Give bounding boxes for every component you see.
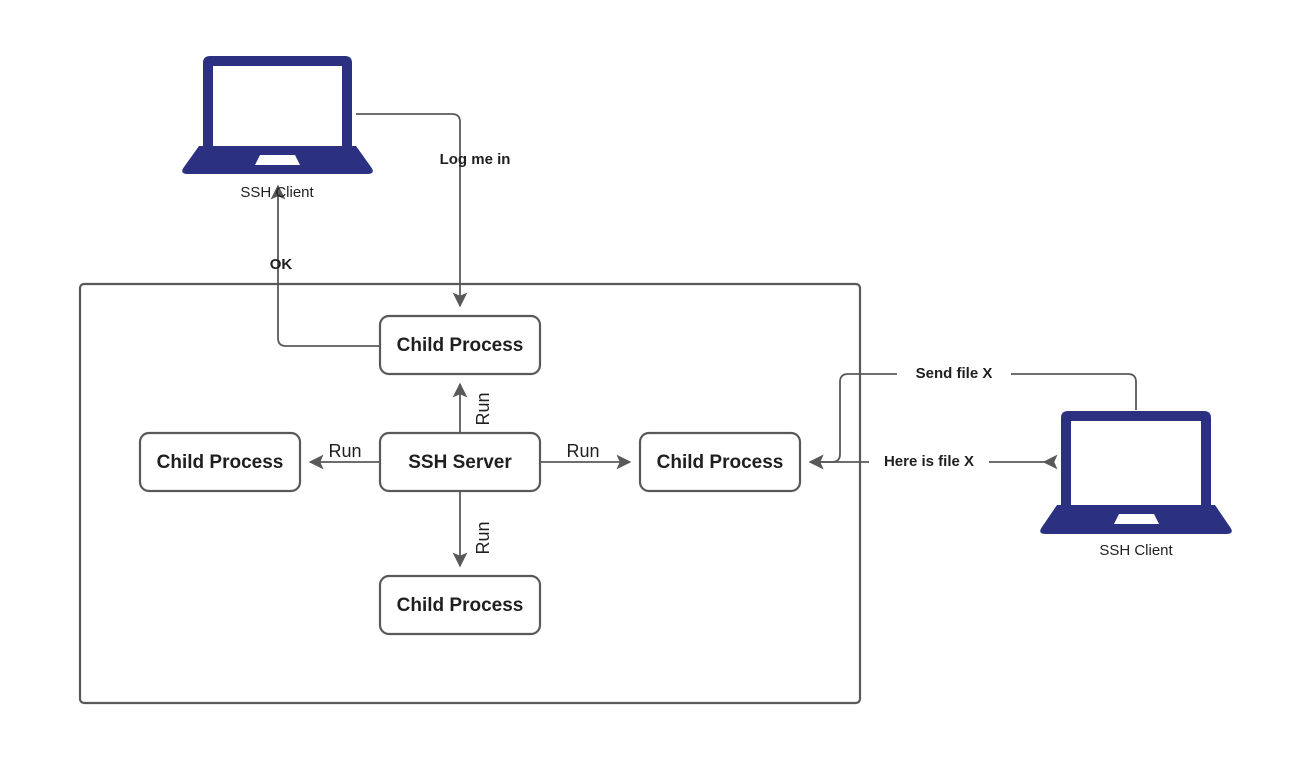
node-child-process-top-label: Child Process (397, 335, 524, 356)
laptop-icon-ssh-client-top[interactable] (182, 56, 373, 174)
laptop-notch-right (1114, 514, 1159, 524)
edge-label-send-file-x: Send file X (916, 365, 993, 382)
laptop-icon-ssh-client-right[interactable] (1040, 411, 1232, 534)
laptop-notch-top (255, 155, 300, 165)
node-ssh-server[interactable] (378, 431, 542, 493)
laptop-screen-inner-top (213, 66, 342, 146)
node-child-process-bottom[interactable] (378, 574, 542, 636)
laptop-screen-inner-right (1071, 421, 1201, 505)
node-child-process-left-label: Child Process (157, 452, 284, 473)
node-child-process-right-label: Child Process (657, 452, 784, 473)
node-ssh-server-label: SSH Server (408, 452, 512, 473)
edge-label-run-bottom: Run (473, 521, 493, 554)
edge-label-run-top: Run (473, 392, 493, 425)
edge-label-send-file-x-backdrop (897, 364, 1011, 384)
edge-label-ok: OK (270, 256, 293, 273)
edge-label-run-left: Run (328, 441, 361, 461)
node-child-process-left[interactable] (138, 431, 302, 493)
node-child-process-right[interactable] (638, 431, 802, 493)
edge-send-file-x (808, 373, 1137, 470)
laptop-caption-top: SSH Client (240, 184, 314, 201)
laptop-caption-right: SSH Client (1099, 542, 1173, 559)
ssh-server-host-boundary (78, 282, 862, 705)
edge-ok (270, 184, 380, 347)
node-child-process-top[interactable] (378, 314, 542, 376)
node-child-process-bottom-label: Child Process (397, 595, 524, 616)
edge-label-here-is-file-x-backdrop (869, 452, 989, 472)
edge-label-here-is-file-x: Here is file X (884, 453, 974, 470)
edge-label-run-right: Run (566, 441, 599, 461)
edge-label-log-me-in: Log me in (440, 151, 511, 168)
edge-log-me-in (356, 113, 468, 308)
